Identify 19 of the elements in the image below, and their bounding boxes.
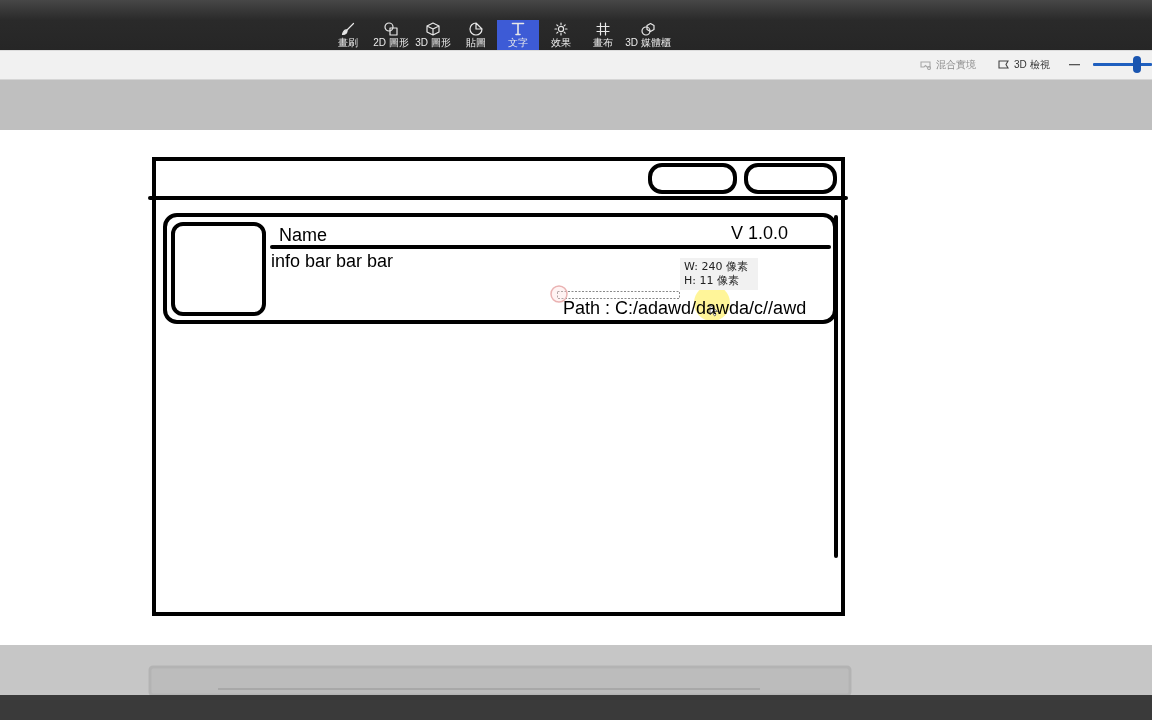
3d-view-label: 3D 檢視 <box>996 57 1053 73</box>
effects-tool-label: 效果 <box>541 20 581 50</box>
info-text: info bar bar bar <box>271 252 394 270</box>
mixed-reality-label: 混合實境 <box>918 57 980 73</box>
info-card <box>163 213 837 324</box>
image-placeholder <box>171 222 266 316</box>
text-tab: 文字 <box>497 20 539 50</box>
canvas-tool-label: 畫布 <box>583 20 623 50</box>
brush-tool-label: 畫刷 <box>328 20 368 50</box>
version-text: V 1.0.0 <box>731 224 789 242</box>
stickers-tool-label: 貼圖 <box>456 20 496 50</box>
window-frame <box>152 157 845 616</box>
dimension-text: W: 240 像素 <box>684 261 748 272</box>
name-text: Name <box>279 226 327 244</box>
3d-shapes-tool-label: 3D 圖形 <box>413 20 453 50</box>
3d-library-tool-label: 3D 媒體櫃 <box>623 20 673 50</box>
dimension-text: H: 11 像素 <box>684 275 739 286</box>
2d-shapes-tool-label: 2D 圖形 <box>371 20 411 50</box>
path-text: Path : C:/adawd/dawda/c//awd <box>563 299 807 317</box>
